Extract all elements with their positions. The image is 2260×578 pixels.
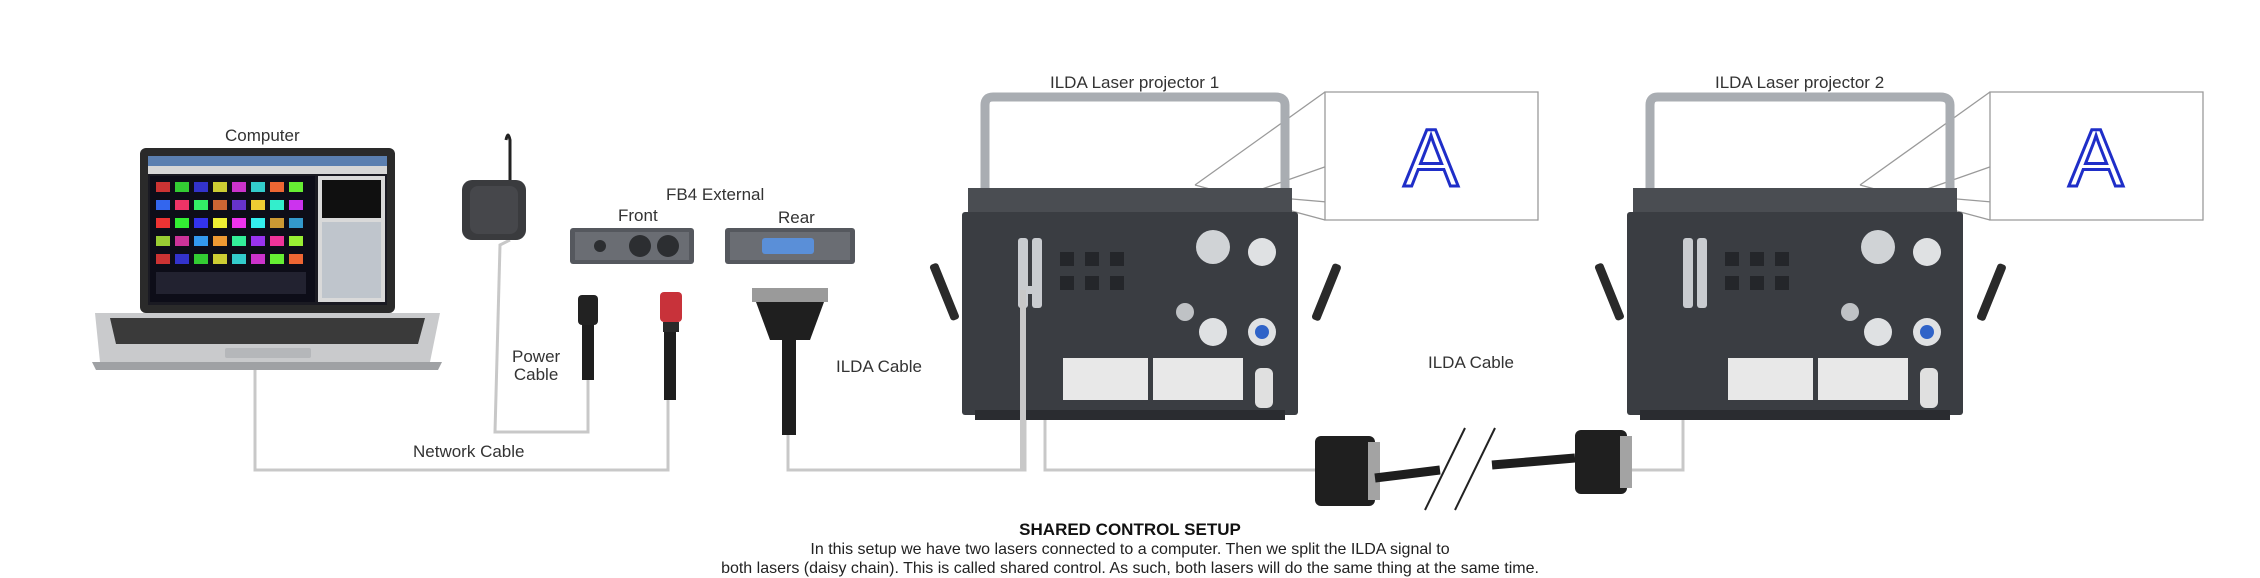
ilda-cable-label-2: ILDA Cable [1428,353,1514,372]
projector-1-label: ILDA Laser projector 1 [1050,73,1220,92]
ilda-cable-label-1: ILDA Cable [836,357,922,376]
computer-label: Computer [225,126,300,145]
front-label: Front [618,206,658,225]
laptop [92,148,442,370]
laptop-screen-content [156,182,306,294]
laser-projector-1 [929,91,1539,470]
caption-title: SHARED CONTROL SETUP [1019,520,1241,539]
power-plug [578,295,598,380]
power-adapter [462,133,526,240]
daisy-chain-ilda-cable [1315,427,1632,511]
caption-line-1: In this setup we have two lasers connect… [810,541,1450,558]
rear-label: Rear [778,208,815,227]
laser-projector-2 [1594,91,2204,420]
projector-2-label: ILDA Laser projector 2 [1715,73,1885,92]
caption-line-2: both lasers (daisy chain). This is calle… [721,560,1539,577]
projection-letter-a-2: A [2069,113,2124,204]
fb4-external-label: FB4 External [666,185,765,204]
fb4-ilda-plug [752,288,828,435]
power-cable-label: Power Cable [512,347,561,384]
power-cable-line [493,238,590,434]
fb4-rear-device [725,228,855,264]
network-plug [660,292,682,400]
network-cable-line [253,368,670,472]
network-cable-label: Network Cable [413,442,525,461]
fb4-front-device [570,228,694,264]
caption: SHARED CONTROL SETUP In this setup we ha… [0,520,2260,578]
projection-letter-a-1: A [1404,113,1459,204]
